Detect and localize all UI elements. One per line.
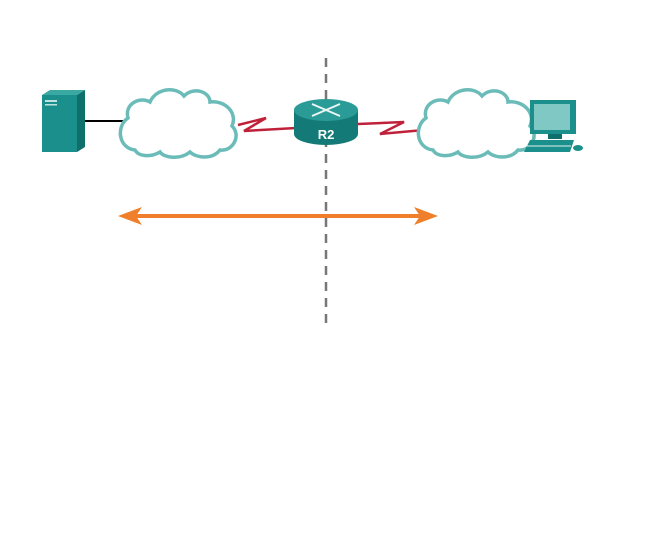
router-label: R2 <box>318 127 335 142</box>
router-r2: R2 <box>294 99 358 145</box>
serial-link-right <box>357 120 425 136</box>
pc-icon <box>524 100 583 152</box>
router-arrows-icon <box>311 103 341 117</box>
server-icon <box>42 90 85 152</box>
cloud-left-icon <box>118 88 238 159</box>
double-headed-arrow <box>118 207 438 225</box>
cloud-right-icon <box>416 88 536 159</box>
serial-link-left <box>237 116 297 133</box>
